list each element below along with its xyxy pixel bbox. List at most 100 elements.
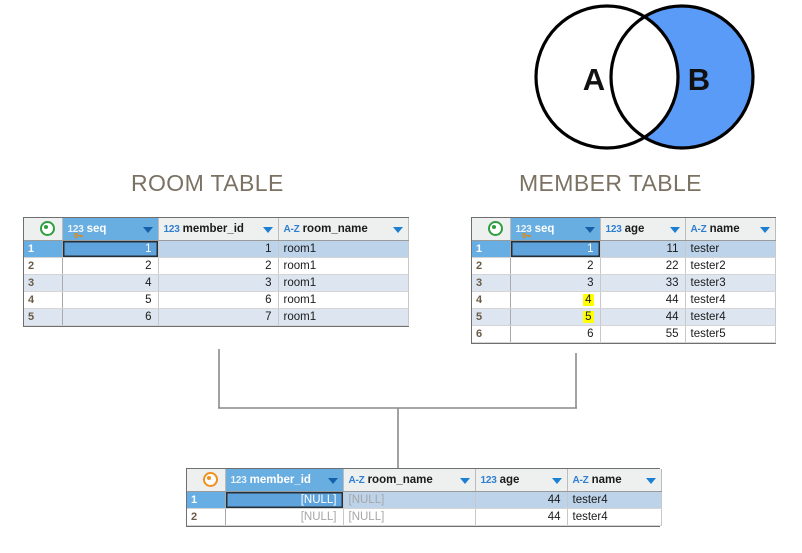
cell-age[interactable]: 44 xyxy=(475,491,568,509)
table-row[interactable]: 2 2 2 room1 xyxy=(24,257,409,275)
cell-member-id[interactable]: 6 xyxy=(158,291,279,309)
table-row[interactable]: 1 1 11 tester xyxy=(472,240,776,258)
row-number[interactable]: 5 xyxy=(24,308,63,326)
row-number[interactable]: 1 xyxy=(472,240,511,258)
table-row[interactable]: 3 3 33 tester3 xyxy=(472,274,776,292)
row-number[interactable]: 1 xyxy=(187,491,226,509)
cell-name[interactable]: tester2 xyxy=(685,257,776,275)
cell-seq[interactable]: 5 xyxy=(62,291,159,309)
cell-member-id[interactable]: 1 xyxy=(158,240,279,258)
cell-name[interactable]: tester4 xyxy=(567,491,662,509)
cell-age[interactable]: 55 xyxy=(600,325,686,343)
cell-member-id[interactable]: 7 xyxy=(158,308,279,326)
chevron-down-icon[interactable] xyxy=(551,477,562,484)
table-row[interactable]: 4 4 44 tester4 xyxy=(472,291,776,309)
cell-name[interactable]: tester4 xyxy=(685,291,776,309)
table-row[interactable]: 1 1 1 room1 xyxy=(24,240,409,258)
cell-name[interactable]: tester xyxy=(685,240,776,258)
cell-room-name[interactable]: [NULL] xyxy=(343,508,476,526)
cell-seq[interactable]: 1 xyxy=(62,240,159,258)
row-number[interactable]: 3 xyxy=(24,274,63,292)
column-type-icon-numeric: 123 xyxy=(163,223,180,235)
cell-name[interactable]: tester3 xyxy=(685,274,776,292)
table-row[interactable]: 1 [NULL] [NULL] 44 tester4 xyxy=(187,491,662,509)
column-type-icon-numeric: 123 xyxy=(480,474,497,486)
chevron-down-icon[interactable] xyxy=(584,226,595,233)
result-record-indicator-cell[interactable] xyxy=(187,469,226,492)
chevron-down-icon[interactable] xyxy=(327,477,338,484)
cell-room-name[interactable]: room1 xyxy=(278,291,409,309)
table-row[interactable]: 2 2 22 tester2 xyxy=(472,257,776,275)
cell-room-name[interactable]: room1 xyxy=(278,240,409,258)
table-row[interactable]: 6 6 55 tester5 xyxy=(472,325,776,343)
cell-member-id[interactable]: 2 xyxy=(158,257,279,275)
cell-seq[interactable]: 6 xyxy=(510,325,601,343)
chevron-down-icon[interactable] xyxy=(759,226,770,233)
row-number[interactable]: 4 xyxy=(24,291,63,309)
cell-age[interactable]: 33 xyxy=(600,274,686,292)
row-number[interactable]: 2 xyxy=(187,508,226,526)
chevron-down-icon[interactable] xyxy=(262,226,273,233)
cell-name[interactable]: tester4 xyxy=(567,508,662,526)
cell-member-id[interactable]: [NULL] xyxy=(225,508,344,526)
chevron-down-icon[interactable] xyxy=(645,477,656,484)
cell-age[interactable]: 44 xyxy=(475,508,568,526)
cell-room-name[interactable]: room1 xyxy=(278,257,409,275)
table-row[interactable]: 5 6 7 room1 xyxy=(24,308,409,326)
cell-room-name[interactable]: [NULL] xyxy=(343,491,476,509)
cell-seq[interactable]: 4 xyxy=(62,274,159,292)
cell-seq[interactable]: 1 xyxy=(510,240,601,258)
cell-seq[interactable]: 3 xyxy=(510,274,601,292)
row-number[interactable]: 6 xyxy=(472,325,511,343)
cell-name[interactable]: tester5 xyxy=(685,325,776,343)
cell-age[interactable]: 44 xyxy=(600,291,686,309)
cell-seq[interactable]: 5 xyxy=(510,308,601,326)
cell-age[interactable]: 11 xyxy=(600,240,686,258)
row-number[interactable]: 2 xyxy=(472,257,511,275)
room-table-caption: ROOM TABLE xyxy=(131,170,284,196)
member-record-indicator-cell[interactable] xyxy=(472,218,511,241)
member-col-label-age: age xyxy=(624,222,645,235)
room-record-indicator-cell[interactable] xyxy=(24,218,63,241)
cell-age[interactable]: 22 xyxy=(600,257,686,275)
cell-seq[interactable]: 6 xyxy=(62,308,159,326)
cell-room-name[interactable]: room1 xyxy=(278,308,409,326)
cell-seq[interactable]: 2 xyxy=(62,257,159,275)
chevron-down-icon[interactable] xyxy=(459,477,470,484)
cell-name[interactable]: tester4 xyxy=(685,308,776,326)
table-row[interactable]: 4 5 6 room1 xyxy=(24,291,409,309)
column-type-icon-numeric: 123 xyxy=(515,223,532,235)
cell-member-id[interactable]: [NULL] xyxy=(225,491,344,509)
chevron-down-icon[interactable] xyxy=(392,226,403,233)
table-row[interactable]: 2 [NULL] [NULL] 44 tester4 xyxy=(187,508,662,526)
cell-age[interactable]: 44 xyxy=(600,308,686,326)
row-number[interactable]: 4 xyxy=(472,291,511,309)
row-number[interactable]: 3 xyxy=(472,274,511,292)
row-number[interactable]: 1 xyxy=(24,240,63,258)
row-number[interactable]: 2 xyxy=(24,257,63,275)
chevron-down-icon[interactable] xyxy=(142,226,153,233)
cell-seq[interactable]: 2 xyxy=(510,257,601,275)
row-number[interactable]: 5 xyxy=(472,308,511,326)
cell-room-name[interactable]: room1 xyxy=(278,274,409,292)
table-row[interactable]: 5 5 44 tester4 xyxy=(472,308,776,326)
cell-member-id[interactable]: 3 xyxy=(158,274,279,292)
chevron-down-icon[interactable] xyxy=(669,226,680,233)
cell-seq[interactable]: 4 xyxy=(510,291,601,309)
table-row[interactable]: 3 4 3 room1 xyxy=(24,274,409,292)
